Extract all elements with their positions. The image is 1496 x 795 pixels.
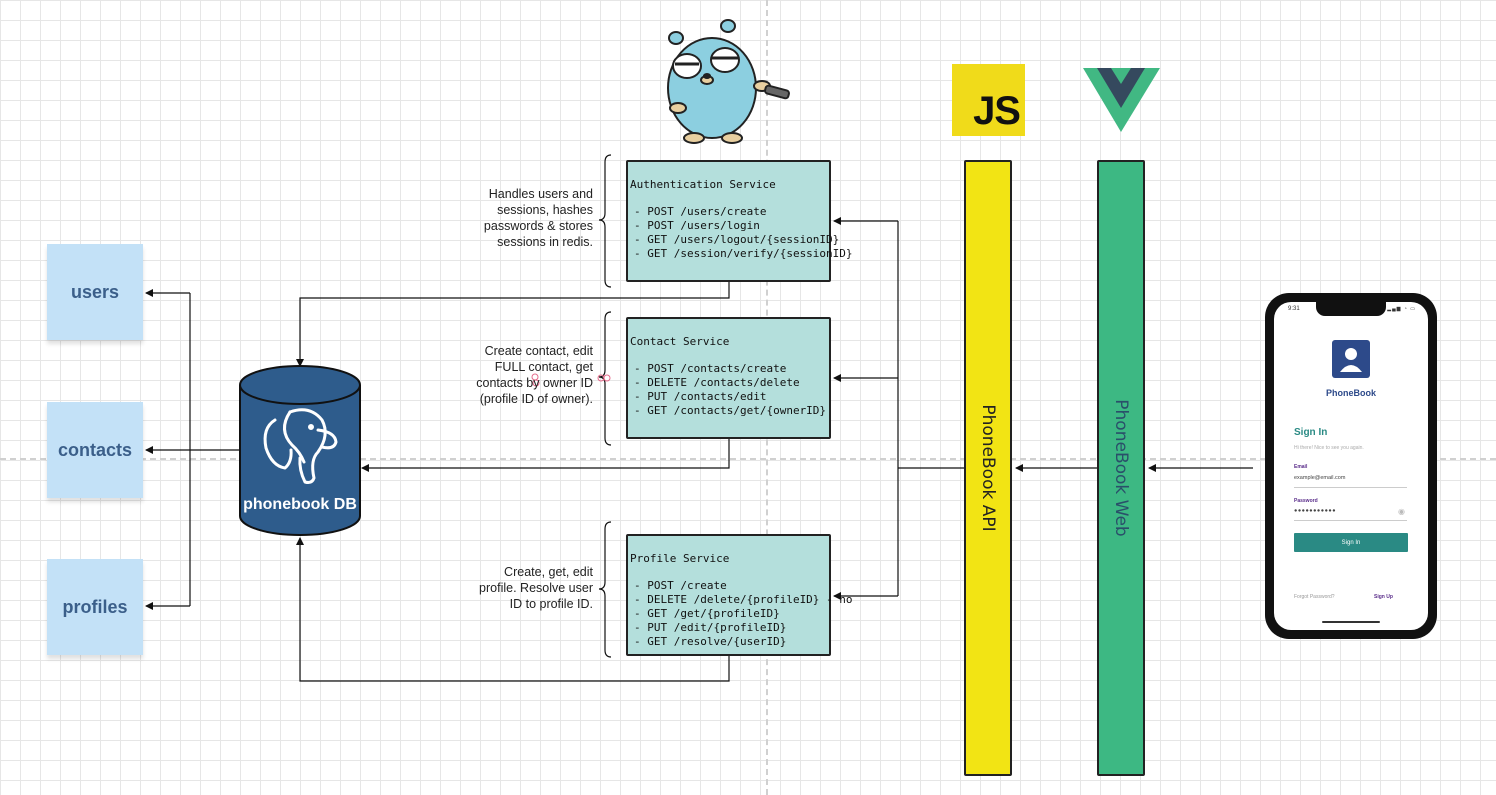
contact-description-line: contacts by owner ID <box>476 376 593 390</box>
auth-service-box: Authentication Service - POST /users/cre… <box>626 160 853 282</box>
contact-service-title: Contact Service <box>630 335 730 348</box>
signin-title: Sign In <box>1294 427 1328 438</box>
profile-to-db-line <box>296 537 730 682</box>
contact-brace <box>598 311 612 446</box>
email-underline <box>1294 487 1407 488</box>
status-icons: ▂▄▆ ◔ ▭ <box>1387 306 1416 312</box>
profile-brace <box>598 521 612 658</box>
auth-endpoint: - GET /session/verify/{sessionID} <box>634 247 853 260</box>
javascript-logo-text: JS <box>973 89 1021 133</box>
email-field[interactable]: example@email.com <box>1294 475 1346 481</box>
contacts-table-label: contacts <box>57 439 133 460</box>
forgot-password-link[interactable]: Forgot Password? <box>1294 594 1335 600</box>
contact-endpoint: - GET /contacts/get/{ownerID} <box>634 404 827 417</box>
auth-description-line: Handles users and <box>488 187 593 201</box>
profile-endpoint: - GET /get/{profileID} <box>634 607 780 620</box>
phonebook-api-bar: PhoneBook API <box>964 160 1012 776</box>
profiles-table-label: profiles <box>62 596 128 617</box>
contact-endpoint: - PUT /contacts/edit <box>634 390 767 403</box>
signup-link[interactable]: Sign Up <box>1374 594 1393 600</box>
users-table: users <box>47 244 143 340</box>
profile-endpoint: - PUT /edit/{profileID} <box>634 621 787 634</box>
app-name: PhoneBook <box>1325 388 1376 398</box>
email-label: Email <box>1294 464 1308 470</box>
app-icon <box>1332 340 1370 378</box>
profile-description-line: ID to profile ID. <box>509 597 593 611</box>
phone-mockup: 9:31 ▂▄▆ ◔ ▭ PhoneBook Sign In Hi there!… <box>1265 293 1437 639</box>
contact-to-db-line <box>361 439 730 472</box>
go-gopher-mascot <box>667 19 790 144</box>
signin-subtitle: Hi there! Nice to see you again. <box>1294 445 1364 451</box>
auth-to-db-line <box>296 282 730 367</box>
profile-service-box: Profile Service - POST /create - DELETE … <box>626 534 853 656</box>
profile-description: Create, get, edit profile. Resolve user … <box>433 564 593 612</box>
home-indicator <box>1322 621 1380 623</box>
profile-endpoint: - GET /resolve/{userID} <box>634 635 787 648</box>
contact-description: Create contact, edit FULL contact, get c… <box>433 343 593 407</box>
auth-brace <box>598 154 612 288</box>
cursor-marks <box>531 373 611 387</box>
contacts-table: contacts <box>47 402 143 498</box>
auth-endpoint: - POST /users/login <box>634 219 760 232</box>
password-field[interactable]: ●●●●●●●●●●● <box>1294 508 1337 514</box>
profile-description-line: Create, get, edit <box>504 565 593 579</box>
guide-line-horizontal <box>0 458 1496 460</box>
auth-description-line: passwords & stores <box>483 219 593 233</box>
contact-service-box: Contact Service - POST /contacts/create … <box>626 317 831 439</box>
javascript-logo: JS <box>952 64 1025 136</box>
auth-endpoint: - POST /users/create <box>634 205 767 218</box>
password-underline <box>1294 520 1407 521</box>
phonebook-web-label: PhoneBook Web <box>1111 399 1131 537</box>
auth-description: Handles users and sessions, hashes passw… <box>433 186 593 250</box>
phone-notch <box>1316 302 1386 316</box>
auth-description-line: sessions in redis. <box>497 235 593 249</box>
postgres-elephant-icon <box>263 408 338 484</box>
profile-description-line: profile. Resolve user <box>479 581 593 595</box>
profile-endpoint: - DELETE /delete/{profileID} - no <box>634 593 853 606</box>
contact-description-line: (profile ID of owner). <box>479 392 593 406</box>
auth-endpoint: - GET /users/logout/{sessionID} <box>634 233 840 246</box>
phonebook-api-label: PhoneBook API <box>978 404 998 532</box>
database-label: phonebook DB <box>243 496 357 513</box>
status-time: 9:31 <box>1288 306 1300 312</box>
user-avatar-icon <box>1340 348 1362 372</box>
contact-endpoint: - DELETE /contacts/delete <box>634 376 800 389</box>
profile-endpoint: - POST /create <box>634 579 727 592</box>
password-label: Password <box>1294 498 1318 504</box>
auth-service-title: Authentication Service <box>630 178 776 191</box>
eye-icon[interactable]: ◉ <box>1398 507 1405 516</box>
contact-description-line: FULL contact, get <box>494 360 593 374</box>
profile-service-title: Profile Service <box>630 552 730 565</box>
contact-endpoint: - POST /contacts/create <box>634 362 787 375</box>
vue-logo <box>1083 68 1160 132</box>
users-table-label: users <box>70 281 120 302</box>
contact-description-line: Create contact, edit <box>484 344 593 358</box>
signin-button[interactable]: Sign In <box>1294 533 1408 552</box>
auth-description-line: sessions, hashes <box>497 203 593 217</box>
phonebook-web-bar: PhoneBook Web <box>1097 160 1145 776</box>
phone-screen: 9:31 ▂▄▆ ◔ ▭ PhoneBook Sign In Hi there!… <box>1274 302 1428 630</box>
profiles-table: profiles <box>47 559 143 655</box>
